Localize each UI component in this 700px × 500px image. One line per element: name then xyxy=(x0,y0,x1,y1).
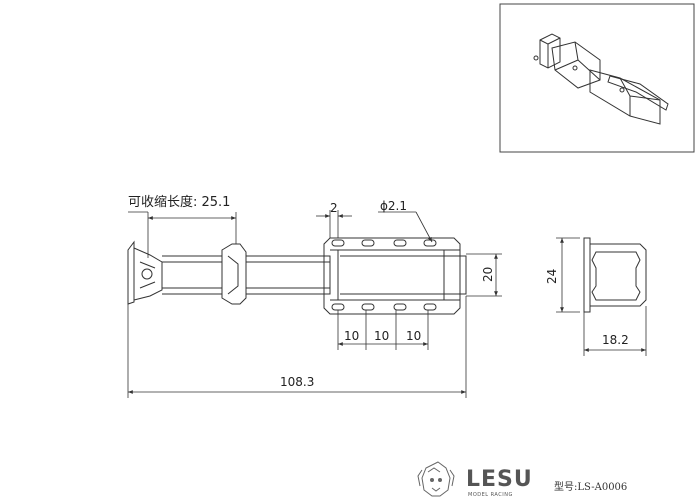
isometric-preview xyxy=(499,3,695,153)
brand-subtitle: MODEL RACING xyxy=(468,492,513,498)
inner-tube xyxy=(340,255,467,295)
preview-part xyxy=(533,33,669,125)
dimension-lines xyxy=(127,210,647,398)
dim-24: 24 xyxy=(545,269,559,284)
dim-20: 20 xyxy=(481,267,495,282)
brand-name: LESU xyxy=(466,467,533,492)
slotted-sleeve xyxy=(323,237,461,315)
model-number: 型号:LS-A0006 xyxy=(554,480,627,493)
side-view xyxy=(127,237,467,315)
preview-frame xyxy=(499,3,695,153)
pivot-hole xyxy=(141,268,153,280)
dim-2: 2 xyxy=(330,201,338,215)
left-bracket xyxy=(127,240,135,305)
lion-logo xyxy=(417,461,455,497)
middle-tube xyxy=(246,255,331,295)
retract-length-label: 可收缩长度: 25.1 xyxy=(128,194,230,210)
dim-108-3: 108.3 xyxy=(280,375,314,389)
end-view xyxy=(583,237,647,313)
collar xyxy=(221,243,247,305)
dim-diameter: ϕ2.1 xyxy=(380,199,407,213)
dim-10-a: 10 xyxy=(344,329,359,343)
dim-10-c: 10 xyxy=(406,329,421,343)
dim-18-2: 18.2 xyxy=(602,333,629,347)
dim-10-b: 10 xyxy=(374,329,389,343)
